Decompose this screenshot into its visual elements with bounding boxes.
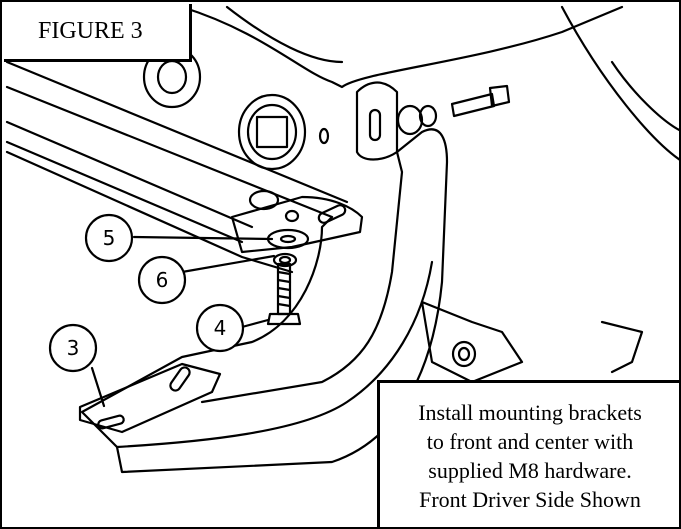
upper-bolt: [450, 92, 496, 118]
body-panel-upper: [180, 5, 624, 89]
panel-hole-inner: [156, 59, 188, 95]
leader-4: [240, 318, 270, 329]
upper-bracket-slot: [368, 108, 382, 142]
note-line-2: to front and center with: [426, 428, 634, 454]
callout-6: 6: [137, 255, 187, 305]
panel-hole-big-inner: [255, 115, 289, 149]
note-line-1: Install mounting brackets: [418, 399, 642, 425]
leader-3: [90, 366, 106, 408]
bottom-tab-slot-2: [97, 414, 125, 430]
nut-6-outer: [272, 252, 298, 268]
frame-rail-top: [5, 60, 349, 204]
mid-bracket-flange: [230, 195, 364, 254]
upper-washer: [396, 104, 424, 136]
bottom-tab-slot-1: [169, 366, 191, 392]
frame-rail-lower: [5, 120, 254, 229]
upper-nut: [418, 104, 438, 128]
svg-text:3: 3: [67, 336, 80, 360]
lower-right-bracket: [420, 300, 524, 384]
note-line-3: supplied M8 hardware.: [428, 457, 632, 483]
frame-rail-lower-2: [5, 140, 244, 244]
bolt-4-threads: [276, 270, 292, 308]
main-bracket-lower-lip: [115, 260, 434, 449]
lower-right-nut: [451, 340, 477, 368]
main-bracket-inner-edge: [200, 150, 404, 404]
leader-6: [180, 254, 276, 274]
svg-text:4: 4: [214, 316, 227, 340]
upper-bracket-flange: [355, 81, 399, 161]
panel-hole-big-outer: [237, 93, 307, 171]
lower-right-flange: [600, 320, 644, 374]
leader-5: [132, 235, 274, 241]
frame-hole: [248, 189, 280, 211]
body-panel-curve: [225, 5, 344, 64]
right-panel-edge: [560, 5, 679, 161]
nut-6-inner: [278, 255, 292, 265]
panel-hole-big-mid: [246, 103, 298, 161]
callout-3: 3: [48, 323, 98, 373]
main-bracket-outline: [80, 128, 449, 474]
mid-bracket-slot: [317, 204, 347, 224]
note-line-4: Front Driver Side Shown: [419, 486, 641, 512]
callout-4: 4: [195, 303, 245, 353]
frame-rail-bottom: [5, 150, 294, 274]
right-panel-edge-2: [610, 60, 679, 132]
frame-rail-top-2: [5, 85, 334, 219]
instruction-note: Install mounting brackets to front and c…: [377, 380, 679, 527]
mid-bracket-hole: [284, 209, 300, 223]
svg-text:5: 5: [103, 226, 116, 250]
bolt-4-head: [266, 312, 302, 326]
panel-small-hole: [318, 127, 330, 145]
washer-5-outer: [266, 228, 310, 250]
washer-5-inner: [279, 234, 297, 244]
svg-text:6: 6: [156, 268, 169, 292]
figure-label: FIGURE 3: [4, 4, 192, 62]
callout-5: 5: [84, 213, 134, 263]
upper-bolt-head: [488, 84, 511, 108]
lower-right-nut-inner: [457, 346, 471, 362]
bottom-tab: [78, 362, 222, 434]
